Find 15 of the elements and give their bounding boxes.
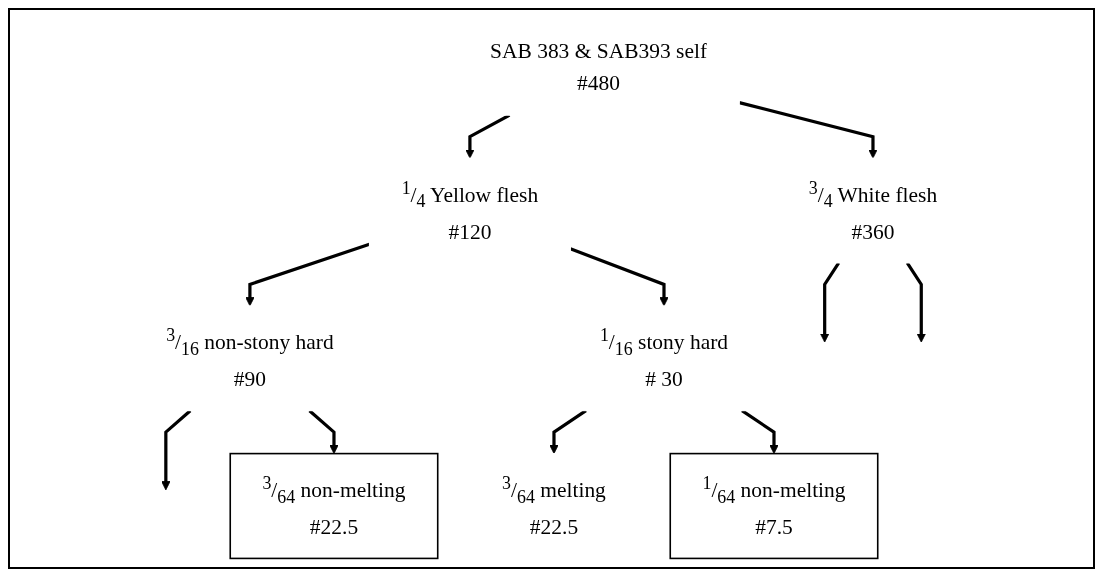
- node-text: $^{3}$/$_{64}$ melting #22.5: [502, 472, 606, 539]
- node-text: $^{3}$/$_{16}$ non-stony hard #90: [166, 325, 334, 391]
- arrow: [161, 409, 192, 491]
- node-text: SAB 383 & SAB393 self #480: [490, 38, 708, 95]
- arrow: [245, 242, 370, 307]
- node-box: $^{3}$/$_{64}$ non-melting #22.5: [229, 452, 439, 560]
- node-text: $^{1}$/$_{4}$ Yellow flesh #120: [401, 177, 539, 243]
- arrow: [741, 409, 779, 455]
- arrow: [308, 409, 339, 455]
- node-box: $^{1}$/$_{64}$ non-melting #7.5: [669, 452, 879, 560]
- arrow: [819, 262, 841, 343]
- arrow: [905, 262, 926, 343]
- node-text: $^{1}$/$_{16}$ stony hard # 30: [599, 325, 729, 391]
- node-text: $^{3}$/$_{4}$ White flesh #360: [808, 177, 938, 243]
- arrow: [549, 409, 587, 455]
